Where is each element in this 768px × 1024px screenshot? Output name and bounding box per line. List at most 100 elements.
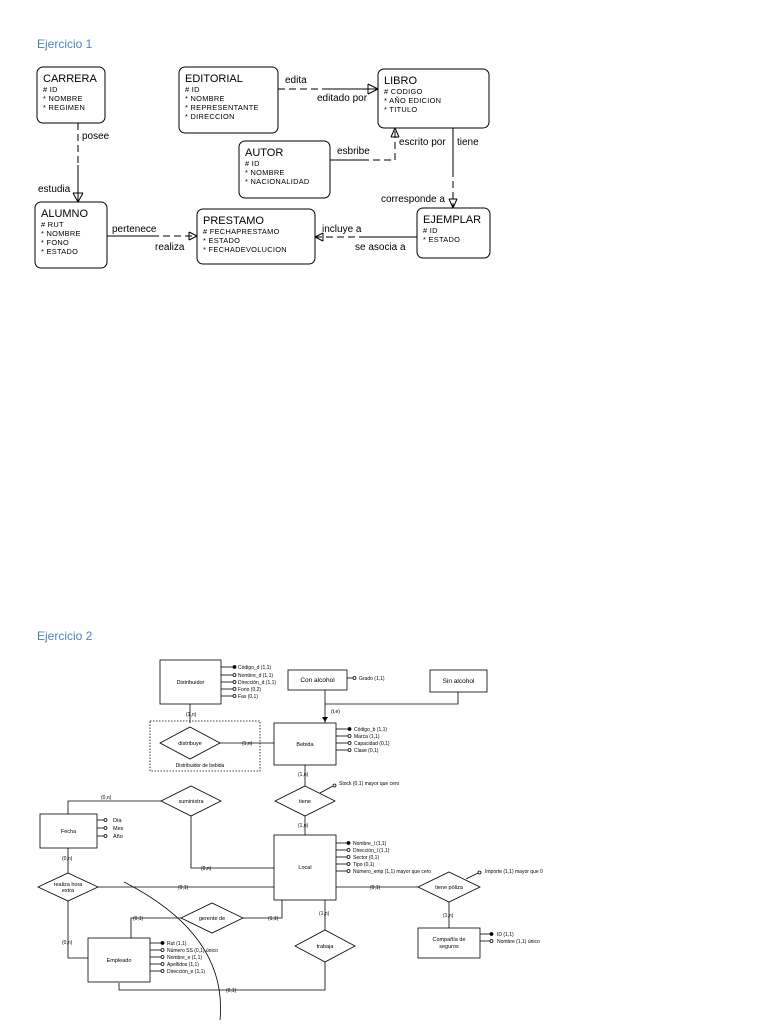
relationship-gerente-label: gerente de — [199, 916, 225, 922]
exercise2-diagram: Distribuidor Con alcohol Sin alcohol Beb… — [37, 659, 543, 1021]
attribute-label: Clase (0,1) — [354, 748, 379, 754]
attribute-label: Número_emp (1,1) mayor que cero — [353, 869, 431, 875]
entity-editorial-title: EDITORIAL — [185, 73, 243, 85]
relationship-libro-ejemplar — [448, 128, 458, 209]
attributes-fecha: Día Mes Año — [97, 818, 124, 840]
entity-alumno-attr: * ESTADO — [41, 247, 78, 256]
entity-bebida: Bebida — [273, 722, 337, 766]
relationship-carrera-alumno — [72, 123, 84, 203]
entity-alumno-attr: * NOMBRE — [41, 229, 81, 238]
attribute-label: Fax (0,1) — [238, 694, 258, 700]
cardinality-label: (0,1) — [133, 916, 144, 922]
attribute-label: Marca (1,1) — [354, 734, 380, 740]
label-edita: edita — [285, 75, 307, 86]
attributes-compania: ID (1,1) Nombre (1,1) único — [480, 932, 540, 945]
entity-libro-attr: * AÑO EDICION — [384, 96, 441, 105]
label-estudia: estudia — [38, 184, 71, 195]
entity-ejemplar: EJEMPLAR # ID * ESTADO — [416, 207, 491, 259]
relationship-alumno-prestamo — [107, 231, 198, 241]
entity-local-label: Local — [298, 865, 311, 871]
exercise2-heading: Ejercicio 2 — [37, 629, 93, 643]
attribute-label: Día — [113, 818, 123, 824]
exercise1-diagram: CARRERA # ID * NOMBRE * REGIMEN EDITORIA… — [34, 66, 491, 269]
label-incluye-a: incluye a — [322, 224, 362, 235]
entity-distribuidor-label: Distribuidor — [177, 680, 205, 686]
entity-carrera-attr: # ID — [43, 85, 58, 94]
relationship-realiza-hora-extra: realiza hora extra — [37, 872, 99, 902]
cardinality-label: (0,n) — [62, 940, 73, 946]
attributes-tiene: Stock (0,1) mayor que cero — [319, 781, 400, 794]
entity-carrera-attr: * NOMBRE — [43, 94, 83, 103]
relationship-tiene-label: tiene — [299, 799, 311, 805]
label-pertenece: pertenece — [112, 224, 157, 235]
entity-libro-attr: # CODIGO — [384, 87, 423, 96]
cardinality-label: (1,n) — [298, 823, 309, 829]
cardinality-label: (0,n) — [201, 866, 212, 872]
relationship-realiza-label: realiza hora — [54, 882, 84, 888]
cardinality-label: (1,1) — [268, 916, 279, 922]
label-se-asocia-a: se asocia a — [355, 242, 406, 253]
entity-alumno-title: ALUMNO — [41, 208, 89, 220]
relationship-tiene: tiene — [274, 785, 336, 817]
relationship-trabaja: trabaja — [294, 929, 356, 963]
attribute-label: Nombre (1,1) único — [497, 939, 540, 945]
entity-autor-attr: # ID — [245, 159, 260, 168]
entity-carrera: CARRERA # ID * NOMBRE * REGIMEN — [36, 66, 106, 124]
entity-alumno-attr: # RUT — [41, 220, 64, 229]
entity-distribuidor: Distribuidor — [159, 659, 222, 705]
attributes-con-alcohol: Grado (1,1) — [347, 676, 385, 682]
cardinality-label: (1,n) — [319, 911, 330, 917]
entity-ejemplar-attr: # ID — [423, 226, 438, 235]
attributes-distribuidor: Código_d (1,1) Nombre_d (1,1) Dirección_… — [221, 665, 276, 700]
entity-fecha: Fecha — [39, 813, 98, 849]
entity-prestamo-title: PRESTAMO — [203, 215, 264, 227]
attribute-label: Importe (1,1) mayor que 0 — [485, 869, 543, 875]
entity-prestamo: PRESTAMO # FECHAPRESTAMO * ESTADO * FECH… — [196, 208, 316, 265]
attribute-label: Mes — [113, 826, 124, 832]
label-realiza: realiza — [155, 242, 185, 253]
cardinalities: (1,n) (1,n) (t,e) (1,n) (1,n) (0,n) (0,n… — [62, 709, 454, 994]
entity-compania-seguros: Compañía de seguros — [417, 927, 481, 959]
relationship-editorial-libro — [278, 83, 379, 95]
aggregation-label: Distribuidor de bebida — [176, 763, 225, 769]
relationship-suministra-label: suministra — [178, 799, 204, 805]
relationship-prestamo-ejemplar — [314, 232, 417, 242]
attribute-label: Código_d (1,1) — [238, 665, 271, 671]
aggregation-box — [149, 720, 261, 772]
attribute-label: Stock (0,1) mayor que cero — [339, 781, 400, 787]
attributes-tiene-poliza: Importe (1,1) mayor que 0 — [465, 869, 543, 880]
label-escrito-por: escrito por — [399, 137, 446, 148]
cardinality-label: (0,1) — [226, 988, 237, 994]
attribute-label: Capacidad (0,1) — [354, 741, 390, 747]
cardinality-label: (0,n) — [62, 856, 73, 862]
attribute-label: Año — [113, 834, 123, 840]
entity-carrera-title: CARRERA — [43, 73, 97, 85]
entity-alumno: ALUMNO # RUT * NOMBRE * FONO * ESTADO — [34, 201, 108, 269]
relationship-trabaja-label: trabaja — [317, 944, 335, 950]
entity-libro: LIBRO # CODIGO * AÑO EDICION * TITULO — [377, 68, 490, 129]
exercise2-connections — [67, 679, 459, 991]
entity-con-alcohol: Con alcohol — [287, 669, 348, 691]
attribute-label: Sector (0,1) — [353, 855, 379, 861]
cardinality-label: (0,1) — [370, 885, 381, 891]
relationship-gerente-de: gerente de — [180, 902, 244, 934]
attribute-label: Nombre_e (1,1) — [167, 955, 202, 961]
entity-editorial-attr: * REPRESENTANTE — [185, 103, 259, 112]
exercise1-heading: Ejercicio 1 — [37, 37, 93, 51]
attribute-label: Dirección_l (1,1) — [353, 848, 390, 854]
cardinality-label: (1,n) — [298, 772, 309, 778]
entity-compania-label: seguros — [439, 944, 459, 950]
attribute-label: Código_b (1,1) — [354, 727, 387, 733]
entity-autor: AUTOR # ID * NOMBRE * NACIONALIDAD — [238, 140, 331, 199]
label-tiene: tiene — [457, 137, 479, 148]
attribute-label: Número SS (0,1) único — [167, 948, 218, 954]
label-corresponde-a: corresponde a — [381, 194, 445, 205]
entity-libro-attr: * TITULO — [384, 105, 417, 114]
cardinality-label: (1,n) — [186, 712, 197, 718]
relationship-realiza-label: extra — [62, 888, 75, 894]
relationship-distribuye-label: distribuye — [178, 741, 202, 747]
attributes-local: Nombre_l (1,1) Dirección_l (1,1) Sector … — [336, 841, 431, 875]
attribute-label: Nombre_d (1,1) — [238, 673, 273, 679]
entity-con-alcohol-label: Con alcohol — [300, 677, 335, 684]
